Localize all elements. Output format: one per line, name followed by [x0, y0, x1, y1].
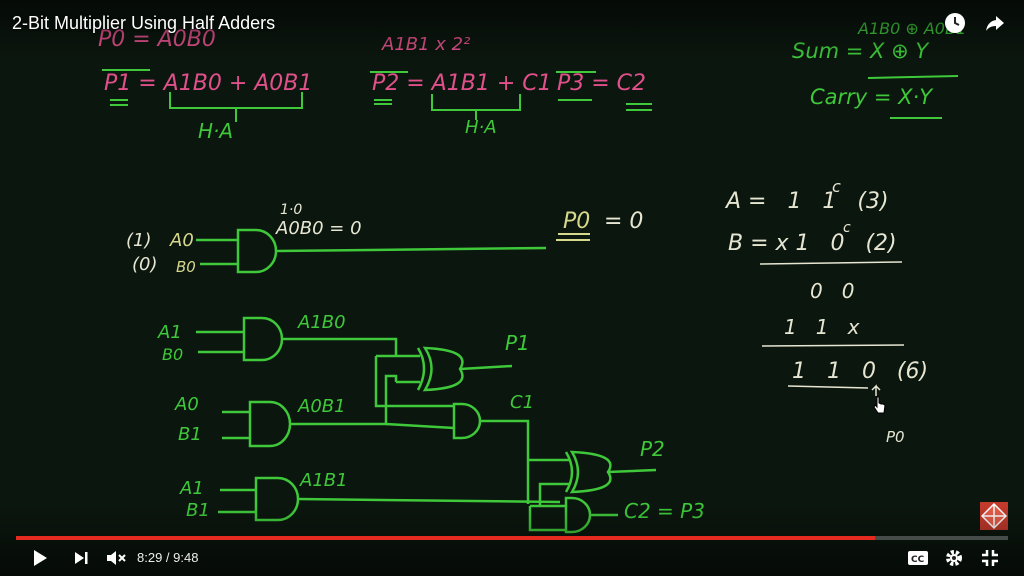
channel-logo-icon[interactable]: [980, 502, 1008, 530]
label-a0-row2: A0: [174, 394, 199, 415]
eq-underlines: [102, 69, 652, 122]
label-b1-row2: B1: [178, 424, 202, 445]
label-b0-row1: B0: [162, 345, 183, 364]
gear-icon[interactable]: [940, 544, 968, 572]
label-a0b0-eq: A0B0 = 0: [275, 218, 362, 239]
label-a1b0: A1B0: [297, 312, 346, 333]
exit-fullscreen-icon[interactable]: [976, 544, 1004, 572]
label-c1: C1: [510, 392, 534, 413]
label-c2-p3: C2 = P3: [624, 499, 705, 523]
label-a0b1: A0B1: [297, 396, 346, 417]
eq-p1-ha: H·A: [198, 119, 233, 143]
xor-gate-p2: [528, 450, 657, 506]
xor-gate-p1: [374, 346, 513, 408]
top-right-underlines: [867, 75, 959, 119]
eq-mid-pink: A1B1 x 2²: [381, 34, 470, 55]
progress-fill: [16, 536, 876, 540]
and-gate-a0b1: [222, 374, 455, 448]
cc-icon[interactable]: CC: [904, 544, 932, 572]
p0-out-underline: [556, 233, 590, 241]
sum-eq: Sum = X ⊕ Y: [792, 39, 930, 63]
label-b1-row3: B1: [186, 500, 210, 521]
label-p2: P2: [640, 437, 665, 461]
clock-icon[interactable]: [942, 10, 968, 36]
calc-result: 1 1 0 (6): [792, 359, 928, 384]
play-icon[interactable]: [26, 544, 54, 572]
share-icon[interactable]: [982, 10, 1008, 36]
next-icon[interactable]: [68, 544, 94, 572]
label-p0-out: P0: [563, 209, 590, 234]
and-gate-a1b0: [196, 316, 398, 362]
calc-rules: [759, 261, 905, 396]
video-title[interactable]: 2-Bit Multiplier Using Half Adders: [12, 13, 276, 33]
label-b0-top: B0: [176, 258, 196, 276]
mouse-cursor-icon: [872, 395, 888, 422]
eq-p1: P1 = A1B0 + A0B1: [104, 71, 312, 96]
eq-p2-ha: H·A: [465, 117, 497, 138]
label-a0-top: A0: [169, 230, 194, 251]
label-a1-row1: A1: [157, 322, 182, 343]
label-l: (1): [126, 230, 152, 251]
and-gate-c1: [452, 402, 530, 504]
calc-carry-mark-1: c: [832, 177, 841, 196]
calc-a-row: A = 1 1 (3): [724, 189, 889, 214]
calc-p0-note: P0: [886, 428, 905, 446]
label-o: (0): [132, 254, 158, 275]
progress-bar[interactable]: [16, 536, 1008, 540]
label-p0-out-val: = 0: [604, 209, 643, 234]
label-p1: P1: [505, 331, 530, 355]
calc-carry-mark-2: c: [843, 220, 851, 236]
svg-text:CC: CC: [911, 555, 925, 565]
player-controls: 8:29 / 9:48 CC: [0, 540, 1024, 576]
label-a1-row3: A1: [179, 478, 204, 499]
label-a1b1: A1B1: [299, 470, 348, 491]
top-actions: [942, 10, 1008, 36]
calc-row1: 0 0: [810, 279, 855, 303]
and-gate-a0b0: [196, 228, 547, 274]
carry-eq: Carry = X·Y: [810, 85, 934, 109]
calc-b-row: B = x 1 0 (2): [728, 231, 897, 256]
eq-p2: P2 = A1B1 + C1: [372, 71, 552, 96]
label-one-dot-zero: 1·0: [280, 202, 302, 218]
volume-muted-icon[interactable]: [102, 544, 130, 572]
calc-row2: 1 1 x: [784, 315, 860, 339]
eq-p3: P3 = C2: [557, 71, 646, 96]
time-display: 8:29 / 9:48: [137, 550, 199, 565]
